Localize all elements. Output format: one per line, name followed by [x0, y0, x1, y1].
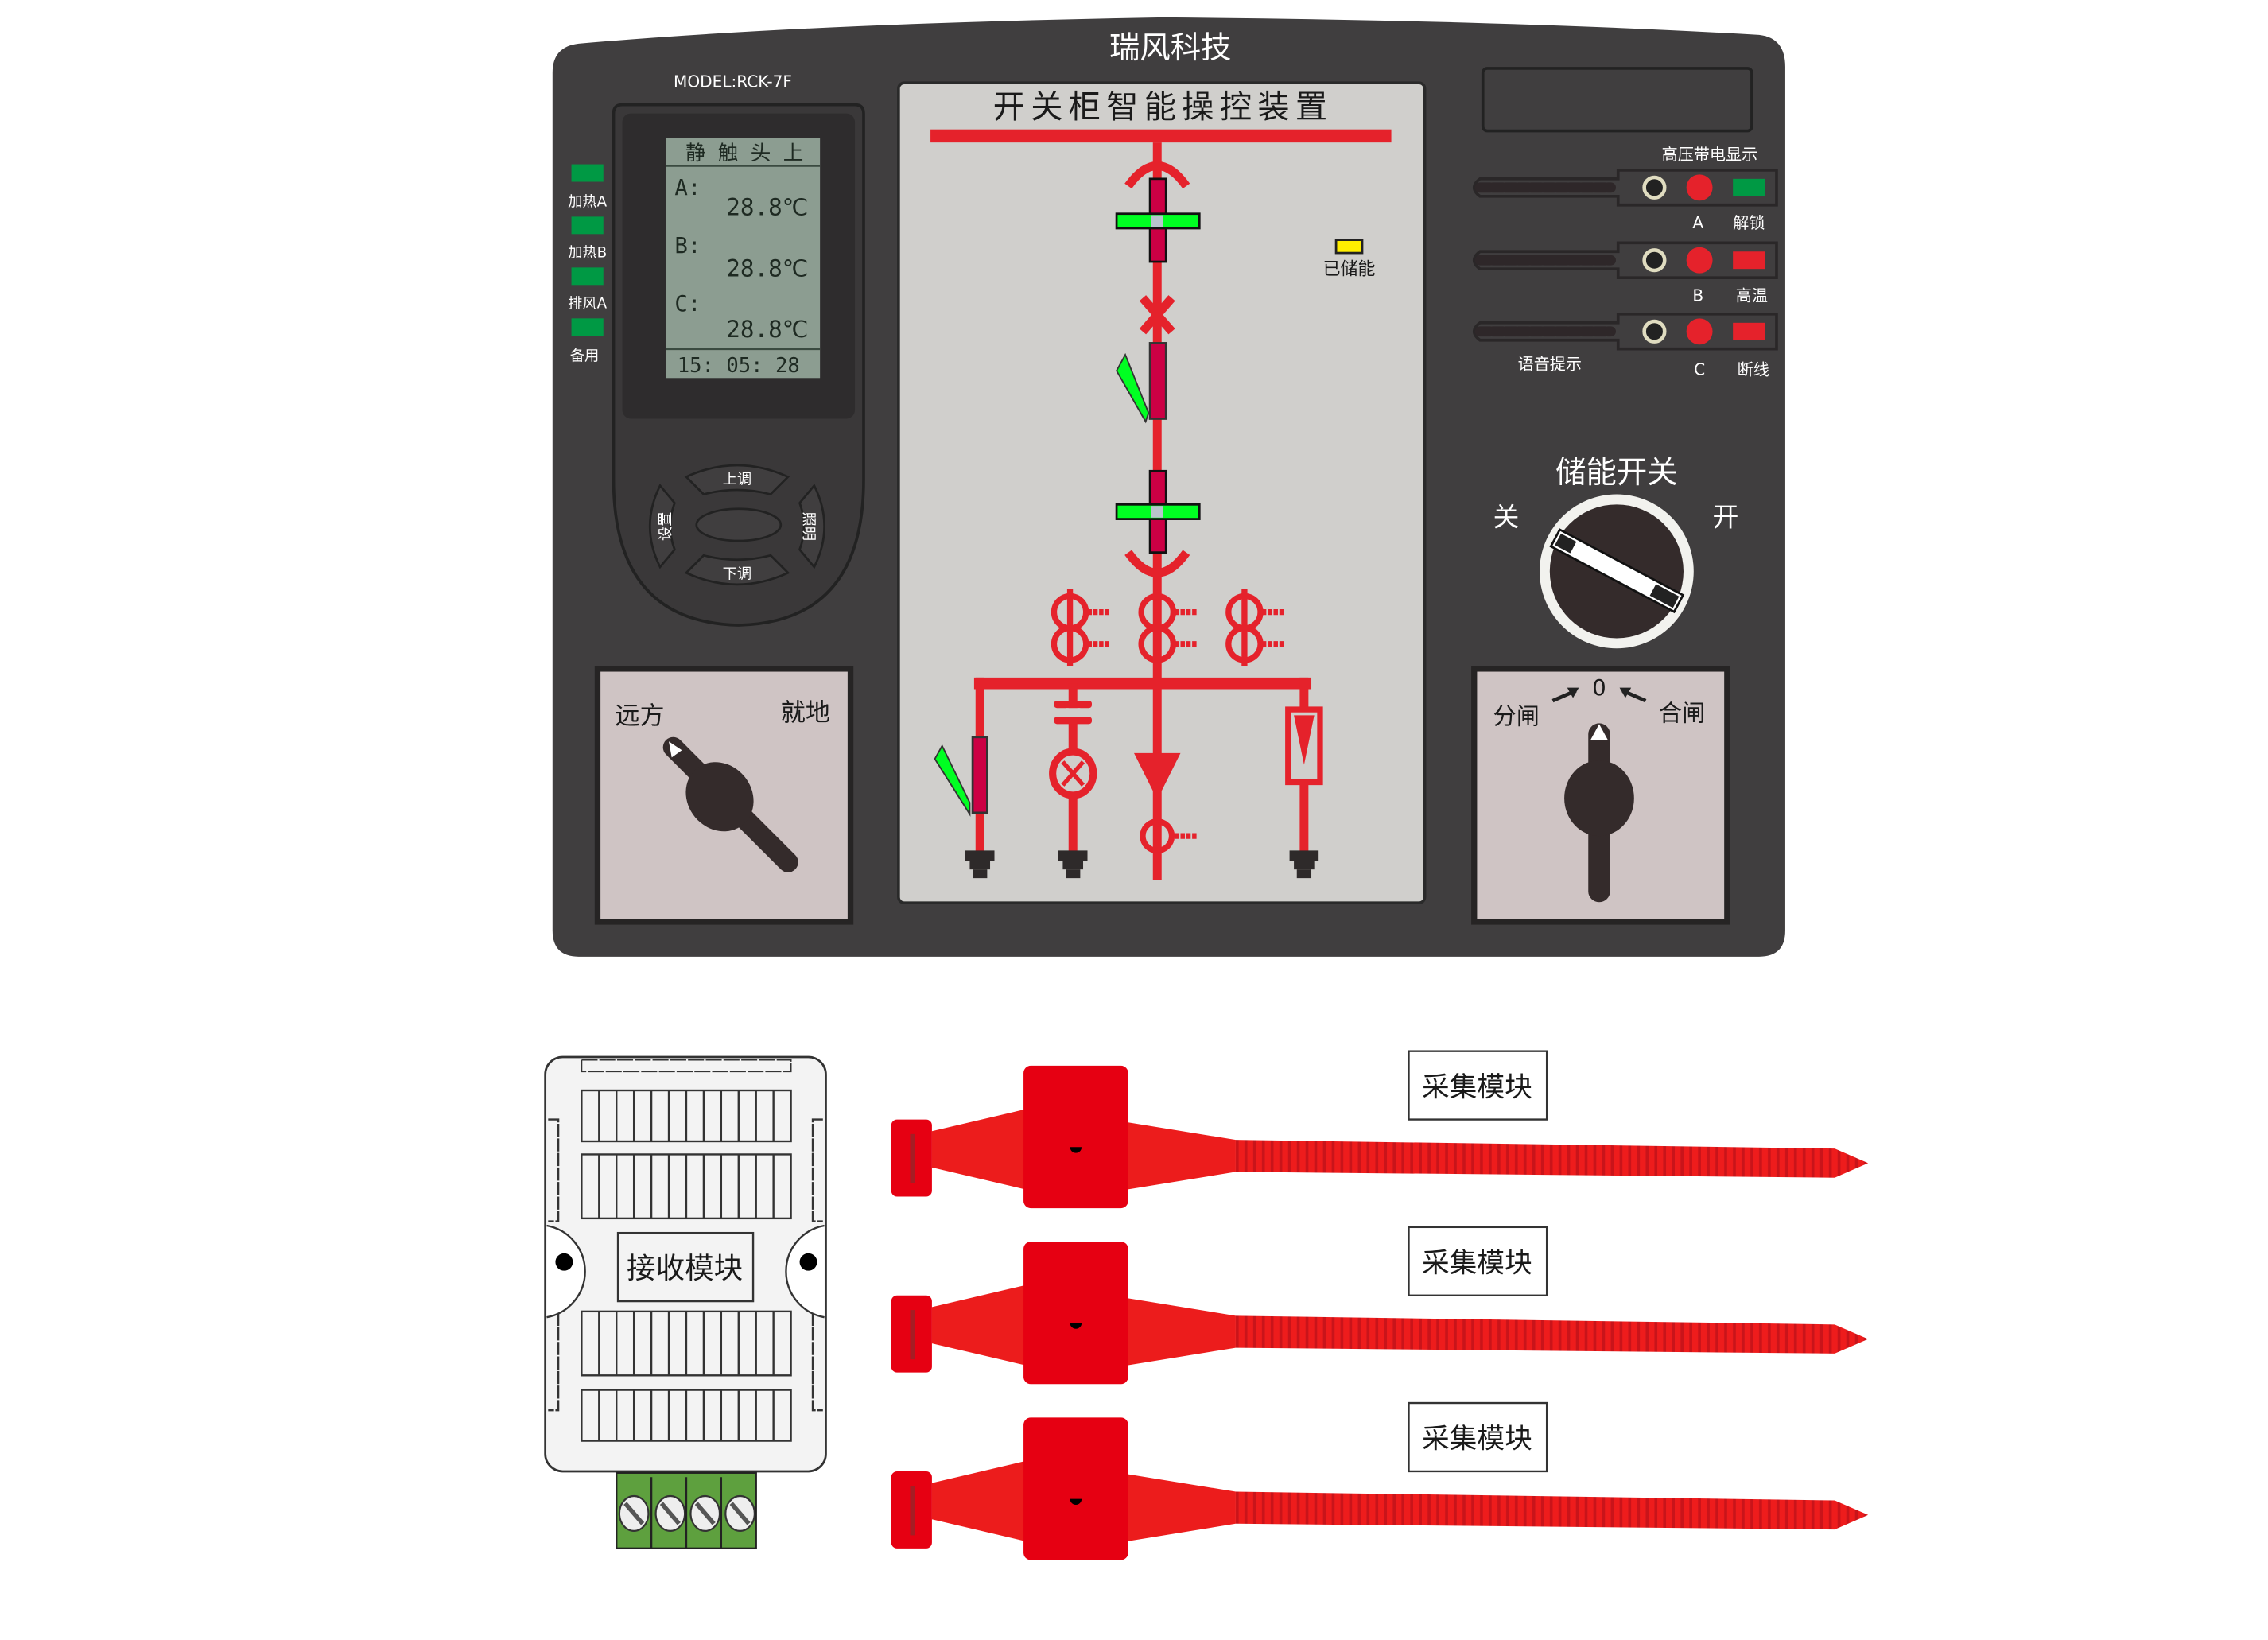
- collector-label-box: 采集模块: [1408, 1401, 1548, 1473]
- status-label: 断线: [1738, 360, 1769, 379]
- green-blade-icon: [934, 744, 971, 817]
- svg-text:设置: 设置: [658, 511, 674, 541]
- zero-label: 0: [1592, 676, 1606, 701]
- phase-label: A: [1692, 213, 1703, 232]
- hv-row-a: A 解锁: [1472, 169, 1778, 232]
- display-window: [1481, 67, 1753, 133]
- hv-lamp-icon: [1686, 174, 1713, 201]
- collector-label-box: 采集模块: [1408, 1226, 1548, 1296]
- indicator-label: 排风A: [568, 296, 608, 313]
- lcd-screen: [666, 138, 821, 379]
- brand-name: 瑞风科技: [1109, 30, 1232, 66]
- indicator-spare: 备用: [570, 318, 604, 364]
- open-label: 分闸: [1493, 702, 1540, 729]
- open-close-knob[interactable]: [1564, 723, 1634, 903]
- status-led: [1733, 178, 1765, 196]
- receiver-module-label: 接收模块: [627, 1251, 743, 1285]
- phase-label: C: [1694, 360, 1705, 379]
- receiver-module: 接收模块: [544, 1055, 827, 1550]
- lcd-value-c: 28.8℃: [726, 316, 808, 343]
- mount-hole-icon: [555, 1253, 573, 1271]
- earth-switch-icon: [971, 736, 988, 814]
- remote-local-knob[interactable]: [662, 736, 798, 872]
- close-label: 合闸: [1659, 700, 1705, 727]
- contact-lower-icon: [1124, 550, 1190, 577]
- contact-upper-icon: [1124, 161, 1190, 189]
- collector-label-box: 采集模块: [1408, 1050, 1548, 1121]
- indicator-label: 加热A: [568, 194, 608, 211]
- voice-port-icon: [1642, 319, 1667, 344]
- remote-label: 远方: [615, 701, 664, 730]
- svg-text:上调: 上调: [723, 472, 752, 488]
- indicator-label: 加热B: [568, 245, 607, 262]
- pointer-icon: [1590, 724, 1608, 740]
- single-line-diagram: [934, 142, 1323, 880]
- collector-module: [891, 1065, 1869, 1209]
- led-icon: [571, 164, 604, 182]
- led-icon: [571, 216, 604, 235]
- busbar: [930, 129, 1392, 143]
- stored-energy-led: [1334, 239, 1364, 255]
- button-down[interactable]: 下调: [684, 554, 790, 586]
- led-icon: [571, 267, 604, 286]
- mount-hole-icon: [799, 1253, 817, 1271]
- voice-port-icon: [1642, 248, 1667, 273]
- indicator-label: 备用: [570, 348, 600, 364]
- collector-module: [891, 1242, 1869, 1385]
- terminal-block: [616, 1471, 757, 1550]
- status-label: 解锁: [1733, 213, 1765, 232]
- collector-module: [891, 1417, 1869, 1560]
- energy-switch-on-label: 开: [1713, 502, 1739, 533]
- indicator-fan-a: 排风A: [568, 267, 608, 313]
- lcd-label-c: C:: [674, 292, 701, 317]
- current-transformers-icon: [1051, 589, 1286, 666]
- button-settings[interactable]: 设置: [649, 484, 676, 569]
- energy-switch-off-label: 关: [1493, 502, 1520, 533]
- green-blade-icon: [1116, 352, 1150, 424]
- status-led: [1733, 322, 1765, 340]
- hv-lamp-icon: [1686, 247, 1713, 274]
- hv-display-title: 高压带电显示: [1662, 145, 1758, 164]
- lcd-header: 静 触 头 上: [685, 142, 804, 165]
- indicator-heater-a: 加热A: [568, 164, 608, 211]
- disconnector-icon: [1148, 342, 1167, 420]
- lcd-value-b: 28.8℃: [726, 255, 808, 282]
- svg-text:下调: 下调: [723, 566, 752, 583]
- hv-row-b: B 高温: [1472, 241, 1778, 305]
- model-label: MODEL:RCK-7F: [674, 72, 792, 91]
- led-icon: [571, 318, 604, 336]
- hv-row-c: C 断线: [1472, 313, 1778, 379]
- x-mark-icon: [1139, 295, 1175, 335]
- voice-prompt-label: 语音提示: [1518, 354, 1582, 373]
- status-led: [1733, 251, 1765, 270]
- energy-switch-title: 储能开关: [1555, 455, 1678, 491]
- svg-text:照明: 照明: [800, 511, 817, 541]
- hv-lamp-icon: [1686, 318, 1713, 345]
- lcd-time: 15: 05: 28: [678, 354, 800, 378]
- indicator-heater-b: 加热B: [568, 216, 607, 262]
- arrow-down-icon: [1134, 752, 1181, 800]
- button-up[interactable]: 上调: [684, 464, 790, 496]
- pointer-icon: [669, 741, 682, 758]
- lcd-label-b: B:: [674, 234, 701, 258]
- collector-module-label: 采集模块: [1422, 1071, 1532, 1103]
- phase-label: B: [1692, 286, 1703, 305]
- local-label: 就地: [781, 699, 830, 728]
- collector-module-label: 采集模块: [1422, 1248, 1532, 1280]
- collector-module-label: 采集模块: [1422, 1424, 1532, 1455]
- button-center[interactable]: [695, 507, 783, 542]
- ground-icon: [965, 850, 1319, 879]
- button-light[interactable]: 照明: [798, 484, 825, 569]
- lcd-value-a: 28.8℃: [726, 194, 808, 221]
- voice-port-icon: [1642, 175, 1667, 200]
- keypad: 上调 下调 设置 照明: [649, 464, 825, 586]
- lcd-label-a: A:: [674, 176, 701, 200]
- panel-title: 开关柜智能操控装置: [993, 89, 1334, 126]
- status-label: 高温: [1736, 286, 1768, 305]
- energy-switch-knob[interactable]: [1540, 494, 1694, 649]
- stored-energy-label: 已储能: [1323, 259, 1376, 279]
